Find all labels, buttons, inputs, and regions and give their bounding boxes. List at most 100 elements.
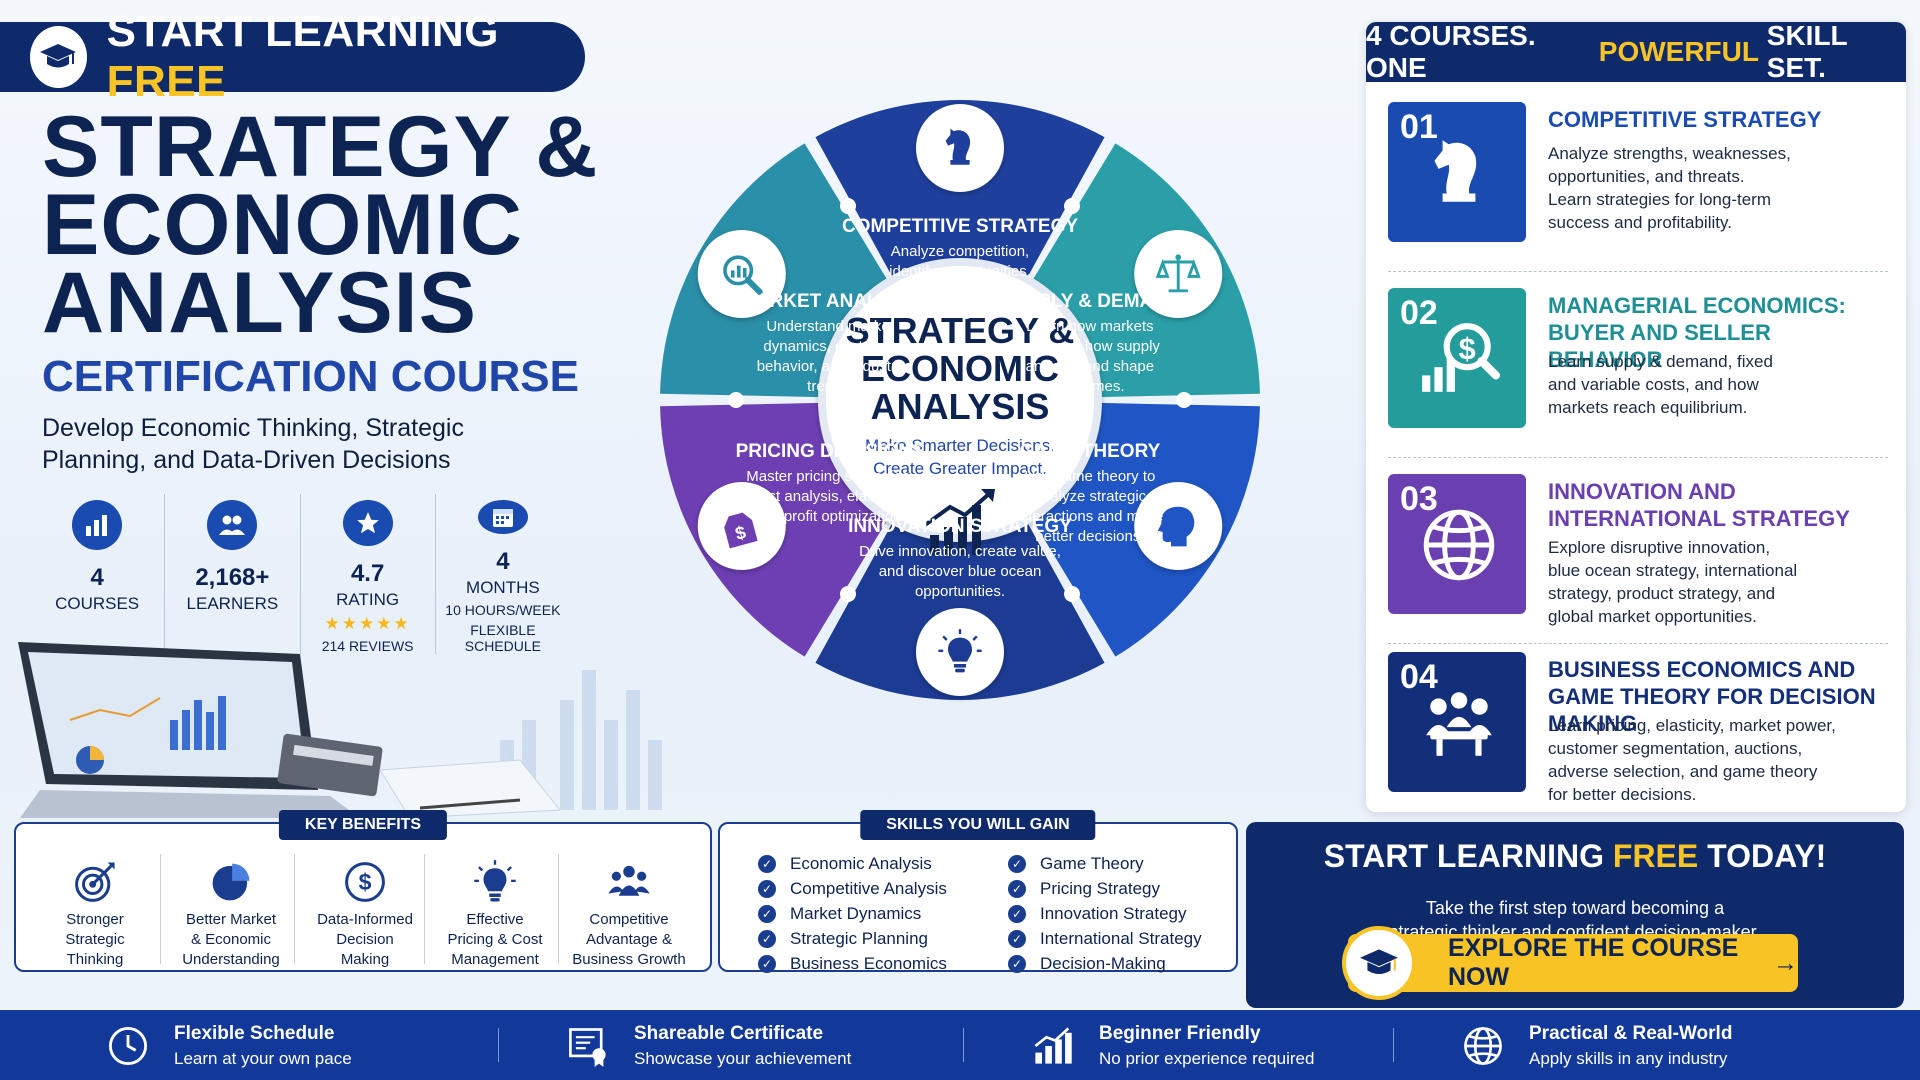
- course-title: COMPETITIVE STRATEGY: [1548, 106, 1888, 133]
- wheel-center-title: ECONOMIC: [861, 348, 1059, 389]
- stat-value: 4: [496, 548, 510, 575]
- topic-wheel: STRATEGY & ECONOMIC ANALYSIS Make Smarte…: [660, 99, 1260, 700]
- skill-label: International Strategy: [1040, 929, 1202, 948]
- wheel-divider-dot: [840, 198, 856, 215]
- courses-header: 4 COURSES. ONE POWERFUL SKILL SET.: [1366, 20, 1906, 83]
- benefit-text: Advantage &: [586, 931, 672, 948]
- course-desc-line: success and profitability.: [1548, 213, 1732, 232]
- title-line: STRATEGY &: [42, 99, 599, 195]
- skill-label: Innovation Strategy: [1040, 904, 1187, 923]
- skill-item: ✓Market Dynamics: [758, 904, 921, 924]
- check-icon: ✓: [758, 905, 776, 923]
- benefit-text: Strategic: [65, 931, 125, 948]
- courses-panel: 4 COURSES. ONE POWERFUL SKILL SET. 01 CO…: [1366, 20, 1906, 812]
- course-desc-line: opportunities, and threats.: [1548, 167, 1745, 186]
- start-learning-text: START LEARNING: [106, 7, 499, 56]
- footer-text: No prior experience required: [1099, 1049, 1315, 1068]
- check-icon: ✓: [758, 855, 776, 873]
- wheel-segment-competitive-strategy: [815, 99, 1105, 288]
- course-desc-line: Analyze strengths, weaknesses,: [1548, 144, 1791, 163]
- skill-item: ✓Economic Analysis: [758, 854, 932, 874]
- skill-label: Competitive Analysis: [790, 879, 947, 898]
- course-title-line: BUYER AND SELLER BEHAVIOR: [1548, 320, 1771, 372]
- wheel-segment-text: and build winning: [902, 283, 1018, 300]
- footer-item: Practical & Real-World Apply skills in a…: [1455, 1018, 1732, 1074]
- course-card[interactable]: 01 COMPETITIVE STRATEGY Analyze strength…: [1388, 102, 1888, 272]
- skills-box: SKILLS YOU WILL GAIN ✓Economic Analysis✓…: [718, 810, 1238, 973]
- benefit-text: Decision: [336, 931, 394, 948]
- course-tile: 04: [1388, 652, 1526, 792]
- cta-title-text: START LEARNING: [1323, 838, 1604, 874]
- wheel-icon-circle: [697, 230, 786, 318]
- title-line: ANALYSIS: [42, 255, 477, 351]
- explore-course-button[interactable]: EXPLORE THE COURSE NOW →: [1348, 934, 1798, 992]
- hours-per-week: 10 HOURS/WEEK: [445, 602, 561, 618]
- page-subtitle: CERTIFICATION COURSE: [42, 352, 579, 401]
- footer-title: Flexible Schedule: [174, 1023, 335, 1044]
- dollar-circle-icon: $: [300, 854, 430, 910]
- course-number: 04: [1400, 658, 1438, 696]
- lightbulb-icon: [938, 629, 982, 673]
- divider: [424, 854, 425, 964]
- stat-value: 2,168+: [195, 564, 270, 591]
- course-desc-line: for better decisions.: [1548, 785, 1697, 804]
- divider: [1393, 1028, 1394, 1062]
- schedule-note: FLEXIBLE SCHEDULE: [464, 622, 541, 654]
- bar-chart-icon: [72, 500, 123, 550]
- course-title-line: INNOVATION AND: [1548, 479, 1736, 504]
- wheel-segment-text: outcomes.: [1055, 378, 1124, 395]
- course-title-line: BUSINESS ECONOMICS AND: [1548, 657, 1856, 682]
- course-desc-line: customer segmentation, auctions,: [1548, 739, 1803, 758]
- free-text: FREE: [106, 57, 226, 106]
- cta-panel: START LEARNING FREE TODAY! Take the firs…: [1246, 822, 1904, 1008]
- wheel-segment-title: MARKET ANALYSIS: [740, 291, 920, 312]
- course-tile: 03: [1388, 474, 1526, 614]
- course-card[interactable]: 02 $ MANAGERIAL ECONOMICS:BUYER AND SELL…: [1388, 288, 1888, 458]
- stat-label: MONTHS: [466, 578, 540, 597]
- benefit-text: Data-Informed: [317, 911, 413, 928]
- course-title-line: GAME THEORY FOR DECISION MAKING: [1548, 684, 1876, 736]
- wheel-divider-dot: [1064, 198, 1080, 215]
- course-desc-line: strategy, product strategy, and: [1548, 584, 1776, 603]
- course-tile: 02 $: [1388, 288, 1526, 428]
- pie-chart-icon: [166, 854, 296, 910]
- wheel-segment-title: COMPETITIVE STRATEGY: [842, 216, 1078, 237]
- divider: [498, 1028, 499, 1062]
- skill-item: ✓Pricing Strategy: [1008, 879, 1160, 899]
- benefit-text: Management: [451, 951, 539, 968]
- course-tile: 01: [1388, 102, 1526, 242]
- cta-title-free: FREE: [1612, 838, 1699, 874]
- svg-text:$: $: [733, 522, 748, 544]
- courses-header-highlight: POWERFUL: [1598, 36, 1759, 67]
- skill-label: Decision-Making: [1040, 954, 1166, 973]
- footer-text: Showcase your achievement: [634, 1049, 852, 1068]
- explore-course-label: EXPLORE THE COURSE NOW: [1448, 934, 1739, 991]
- wheel-center-title: ANALYSIS: [871, 386, 1050, 427]
- benefit-text: Stronger: [66, 911, 124, 928]
- wheel-segment-text: interactions and make: [1017, 508, 1164, 525]
- skill-label: Strategic Planning: [790, 929, 928, 948]
- course-title-line: MANAGERIAL ECONOMICS:: [1548, 293, 1846, 318]
- wheel-divider-dot: [728, 392, 744, 408]
- skill-label: Business Economics: [790, 954, 947, 973]
- benefit-text: Making: [340, 951, 390, 968]
- growth-chart-icon: [1025, 1018, 1081, 1074]
- stat-learners: 2,168+ LEARNERS: [165, 494, 301, 654]
- course-desc-line: Learn strategies for long-term: [1548, 190, 1771, 209]
- course-desc-line: markets reach equilibrium.: [1548, 398, 1748, 417]
- check-icon: ✓: [1008, 930, 1026, 948]
- price-tag-icon: $: [724, 512, 758, 549]
- wheel-segment-text: Understand market: [766, 318, 894, 335]
- wheel-center-title: STRATEGY &: [846, 310, 1075, 351]
- course-desc-line: Learn pricing, elasticity, market power,: [1548, 716, 1836, 735]
- start-learning-free-banner[interactable]: START LEARNING FREE: [0, 7, 585, 106]
- footer-item: Flexible Schedule Learn at your own pace: [100, 1018, 352, 1074]
- skill-item: ✓Strategic Planning: [758, 929, 928, 949]
- skill-label: Game Theory: [1040, 854, 1144, 873]
